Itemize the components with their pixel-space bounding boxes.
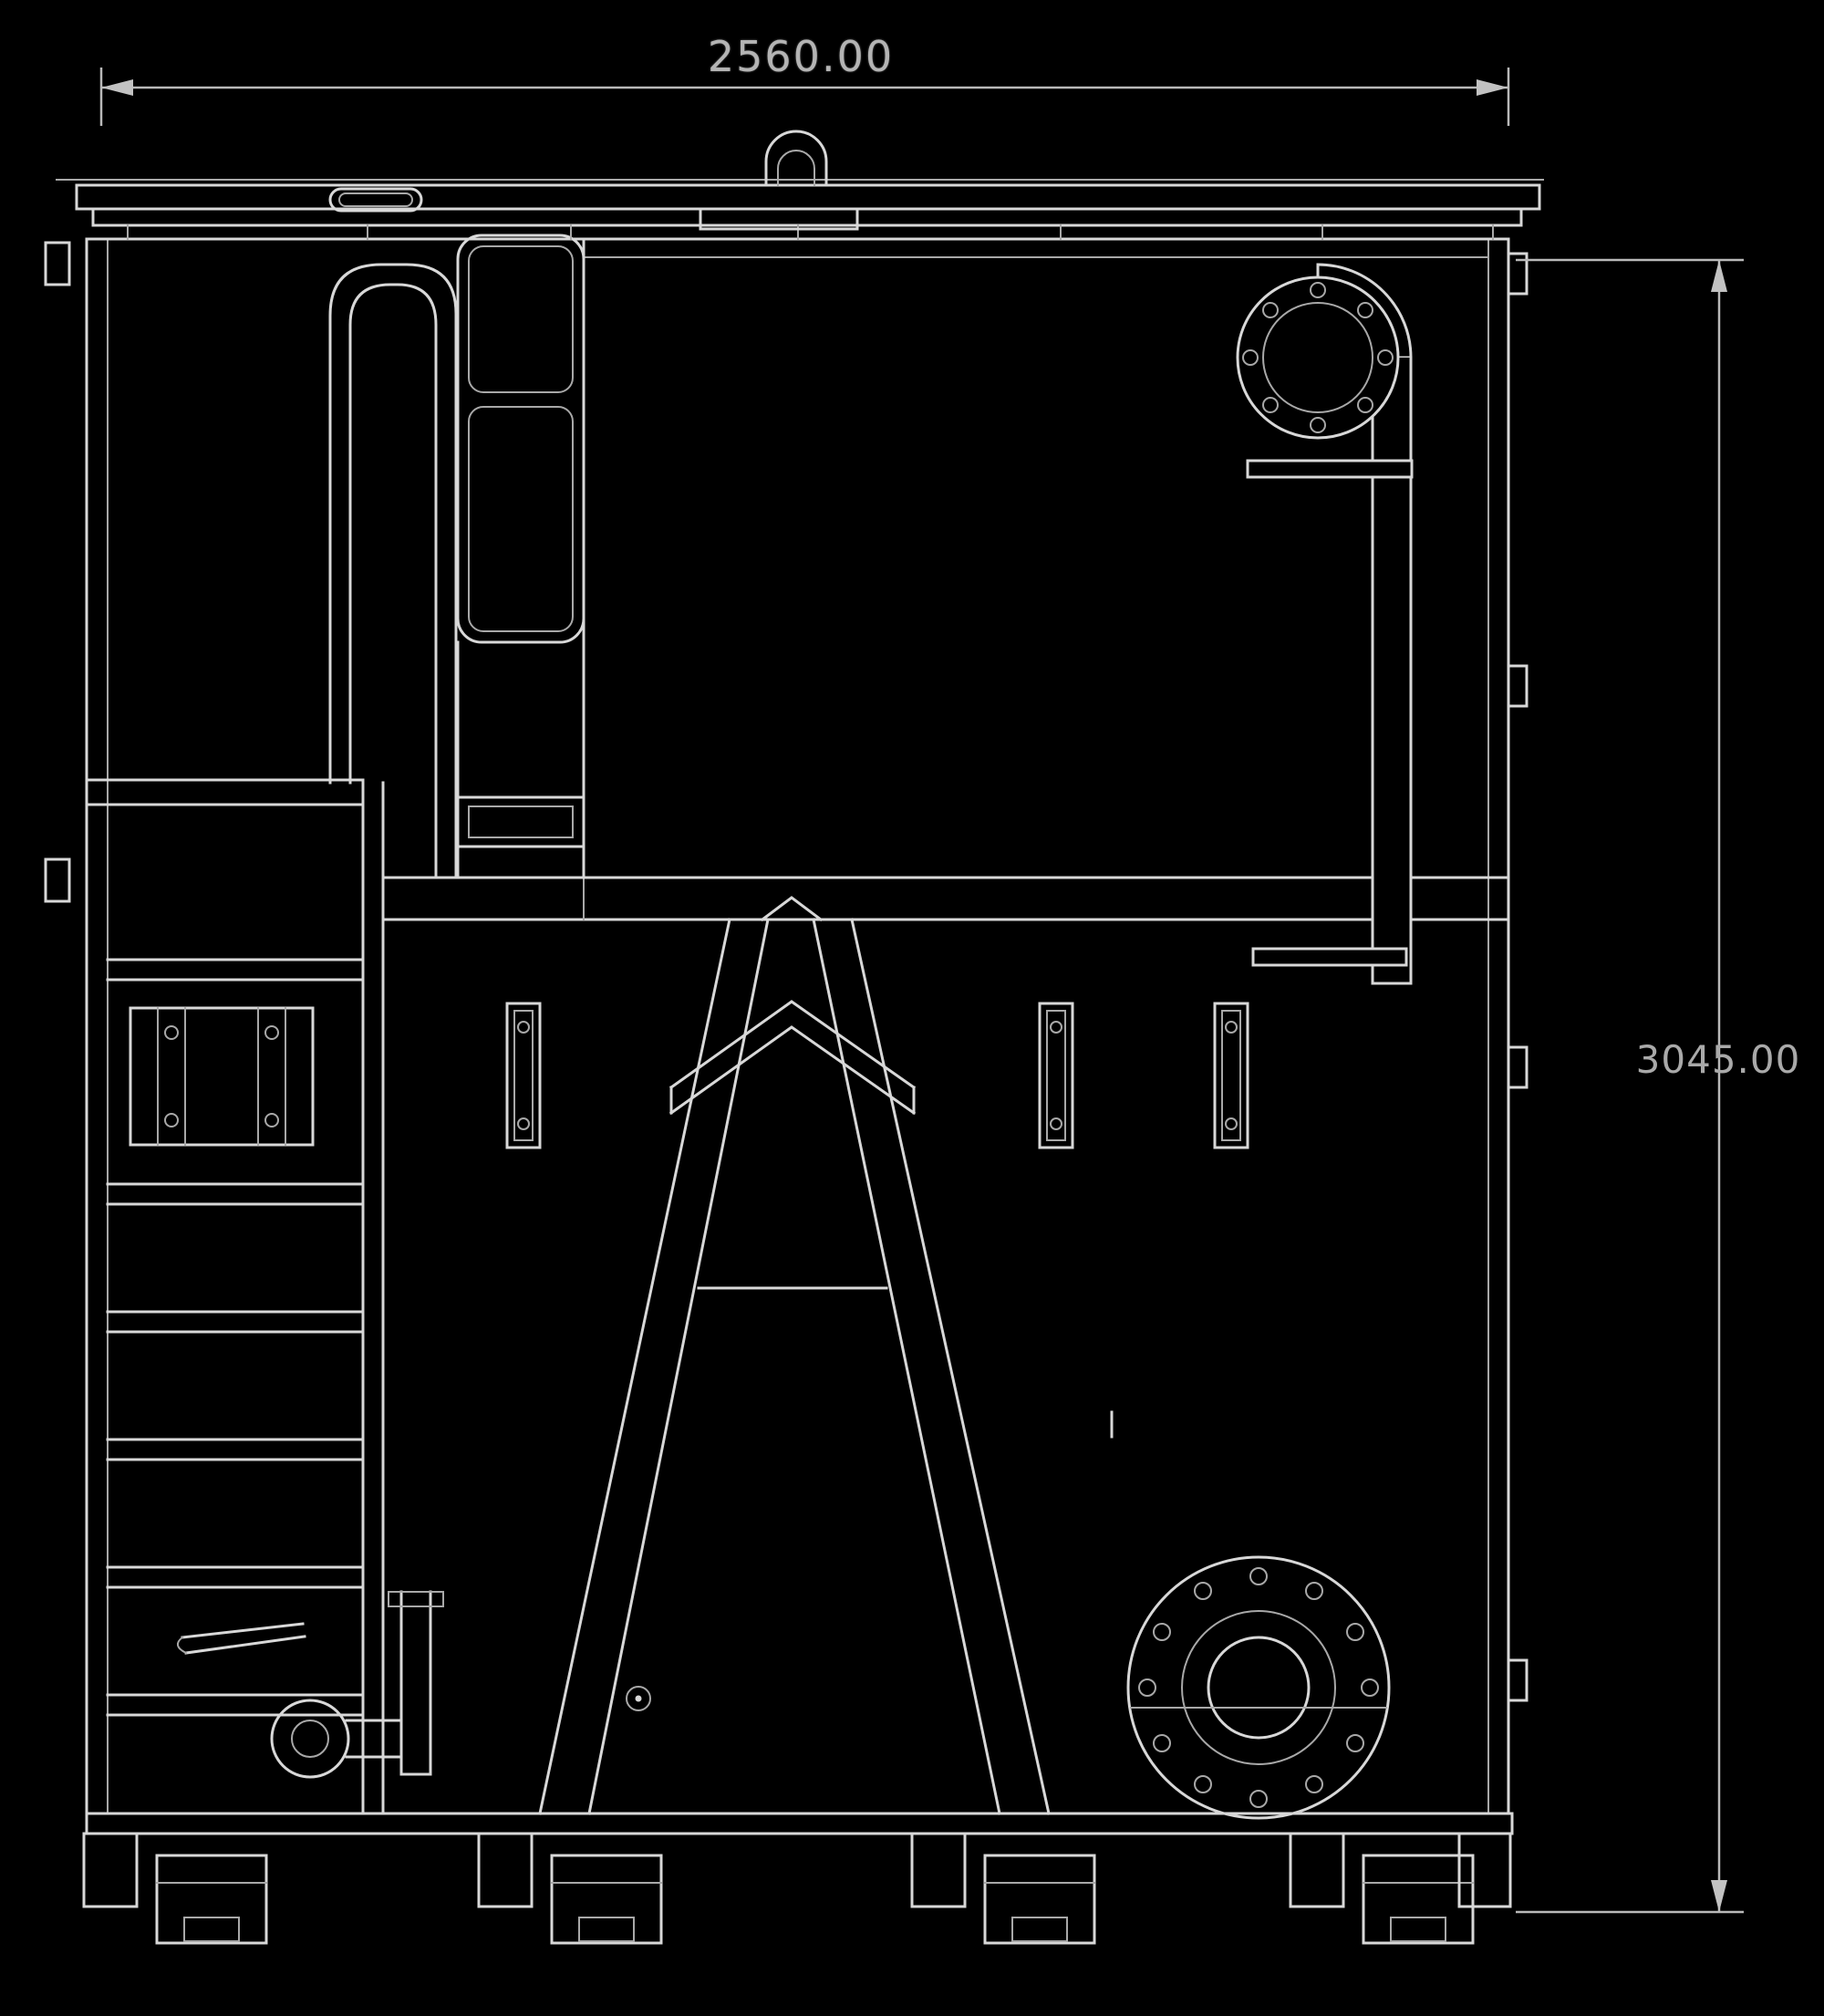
left-channel — [456, 234, 586, 879]
manway-flange — [1126, 1555, 1391, 1820]
handrail-loop — [328, 263, 458, 879]
foot-assembly — [82, 1832, 268, 1945]
gooseneck-pipe-assembly — [1236, 263, 1414, 985]
dimension-width: 2560.00 — [99, 32, 1510, 126]
pipe-end-flange — [1236, 275, 1400, 440]
dimension-height-label: 3045.00 — [1636, 1037, 1801, 1082]
foot-assembly — [910, 1832, 1096, 1945]
mid-flange-band — [85, 778, 1510, 921]
mount-brackets — [505, 1002, 1249, 1149]
a-frame-support — [538, 896, 1051, 1815]
lid-assembly — [56, 130, 1544, 240]
base-frame — [82, 1812, 1514, 1945]
access-ladder — [106, 781, 385, 1815]
dimension-height: 3045.00 — [1516, 258, 1801, 1914]
lid-handle — [328, 187, 423, 213]
drain-valve-assembly — [176, 1590, 444, 1779]
foot-assembly — [1289, 1832, 1475, 1945]
foot-assembly — [477, 1832, 663, 1945]
dimension-width-label: 2560.00 — [708, 32, 894, 81]
beacon-dome — [699, 130, 859, 231]
